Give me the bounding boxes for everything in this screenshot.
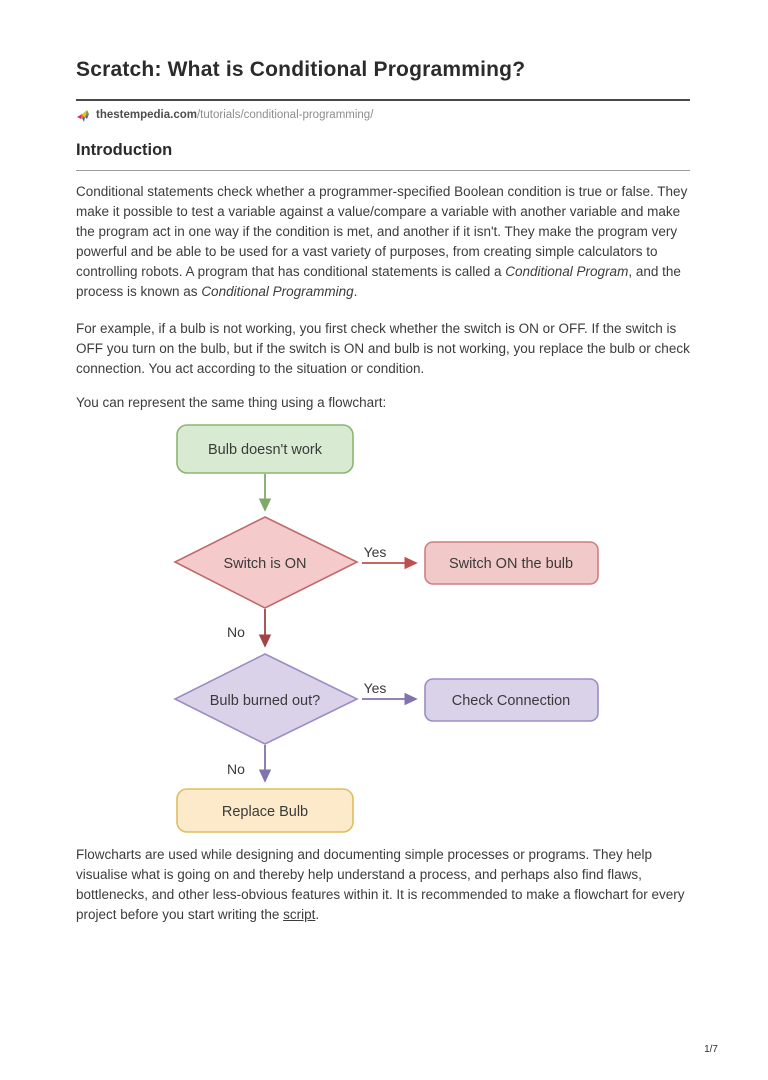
source-path: /tutorials/conditional-programming/ <box>196 109 374 121</box>
node-bulb-doesnt-work-label: Bulb doesn't work <box>208 442 323 458</box>
paragraph-flowcharts-usage: Flowcharts are used while designing and … <box>76 845 690 925</box>
paragraph-text: . <box>315 907 320 922</box>
node-check-connection-label: Check Connection <box>452 693 571 709</box>
source-url-text: thestempedia.com/tutorials/conditional-p… <box>96 107 373 123</box>
node-switch-on-the-bulb <box>424 541 599 585</box>
edge-label-no-2: No <box>227 761 245 777</box>
flowchart-diagram: Bulb doesn't work Switch is ON Yes Switc… <box>173 424 599 833</box>
decision-bulb-burned-out <box>173 653 359 745</box>
decision-switch-is-on <box>173 516 359 609</box>
section-divider <box>76 170 690 171</box>
paragraph-text: Conditional statements check whether a p… <box>76 184 688 279</box>
node-check-connection <box>424 678 599 722</box>
flowchart: Bulb doesn't work Switch is ON Yes Switc… <box>76 424 690 836</box>
page-number: 1/7 <box>704 1044 718 1055</box>
script-link[interactable]: script <box>283 907 316 922</box>
edge-label-yes-2: Yes <box>364 680 387 696</box>
decision-switch-is-on-label: Switch is ON <box>224 556 307 572</box>
title-divider <box>76 99 690 101</box>
edge-label-no-1: No <box>227 624 245 640</box>
node-replace-bulb <box>176 788 354 833</box>
stempedia-logo-icon <box>77 109 89 122</box>
paragraph-text: Flowcharts are used while designing and … <box>76 847 685 922</box>
decision-bulb-burned-out-label: Bulb burned out? <box>210 693 320 709</box>
paragraph-bulb-example: For example, if a bulb is not working, y… <box>76 321 690 376</box>
italic-term-conditional-program: Conditional Program <box>505 264 629 279</box>
source-domain: thestempedia.com <box>96 109 197 121</box>
source-url-line: thestempedia.com/tutorials/conditional-p… <box>76 107 690 123</box>
paragraph-flowchart-intro: You can represent the same thing using a… <box>76 395 387 410</box>
paragraph-conditional-statements: Conditional statements check whether a p… <box>76 182 690 302</box>
edge-label-yes-1: Yes <box>364 544 387 560</box>
node-replace-bulb-label: Replace Bulb <box>222 804 308 820</box>
paragraph-text: . <box>353 284 358 299</box>
node-bulb-doesnt-work <box>176 424 354 474</box>
section-heading: Introduction <box>76 141 173 159</box>
paragraph-text: , and the process is known as <box>76 264 681 299</box>
document-page: Scratch: What is Conditional Programming… <box>76 56 690 925</box>
italic-term-conditional-programming: Conditional Programming <box>201 284 354 299</box>
node-switch-on-the-bulb-label: Switch ON the bulb <box>449 556 573 572</box>
page-title: Scratch: What is Conditional Programming… <box>76 58 526 81</box>
